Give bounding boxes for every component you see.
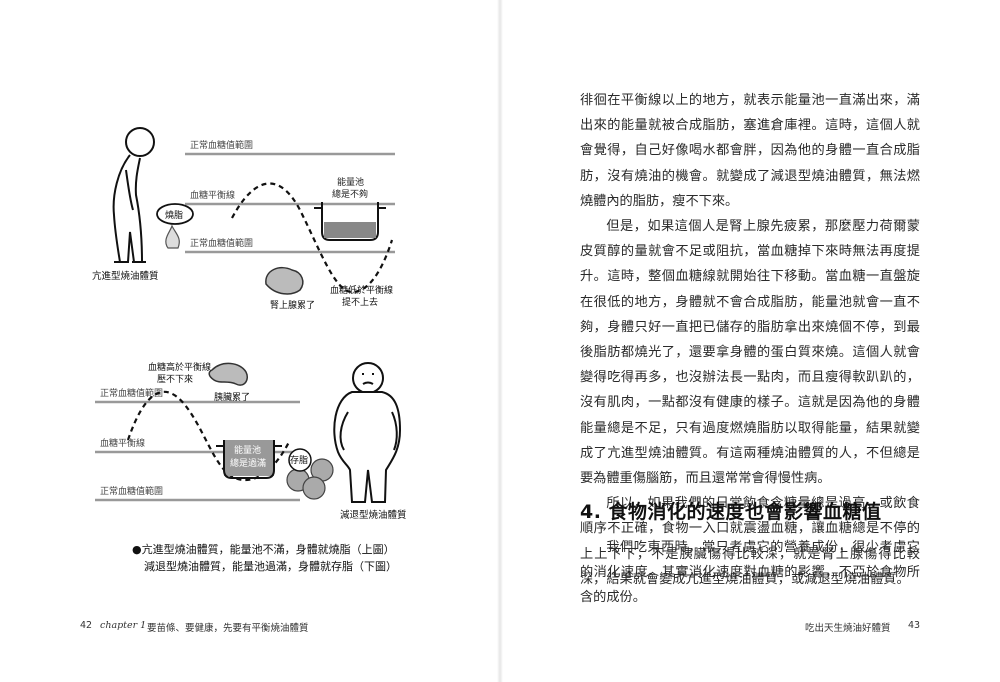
thin-person-label: 亢進型燒油體質: [92, 270, 159, 282]
sugar-high-label-1: 血糖高於平衡線: [148, 361, 211, 373]
sugar-high-label-2: 壓不下來: [157, 374, 193, 385]
fat-burn-bubble: [156, 203, 194, 225]
bottom-energy-pool: [216, 440, 282, 479]
bottom-balance-label: 血糖平衡線: [100, 437, 145, 449]
top-sugar-wave: [231, 182, 394, 294]
fat-ball: [302, 476, 326, 500]
sugar-low-label-2: 提不上去: [342, 296, 378, 308]
paragraph-3: 所以，如果我們的日常飲食含糖量總是過高，或飲食順序不正確，食物一入口就震盪血糖，…: [580, 496, 920, 587]
bottom-energy-pool-label-1: 能量池: [234, 444, 261, 456]
top-normal-lower-label: 正常血糖值範圍: [190, 237, 253, 249]
section-heading: 4. 食物消化的速度也會影響血糖值: [580, 501, 882, 523]
paragraph-2: 但是，如果這個人是腎上腺先疲累，那麼壓力荷爾蒙皮質醇的量就會不足或阻抗，當血糖掉…: [580, 219, 920, 487]
top-energy-pool-label-1: 能量池: [337, 176, 364, 188]
caption-line-2: 減退型燒油體質，能量池過滿，身體就存脂（下圖）: [144, 560, 397, 573]
store-fat-bubble: [288, 448, 312, 472]
right-body-text: 徘徊在平衡線以上的地方，就表示能量池一直滿出來，滿出來的能量就被合成脂肪，塞進倉…: [580, 88, 920, 592]
top-balance-label: 血糖平衡線: [190, 189, 235, 201]
right-running-title: 吃出天生燒油好體質: [805, 623, 891, 634]
bottom-normal-upper-label: 正常血糖值範圍: [100, 387, 163, 399]
store-fat-label: 存脂: [290, 454, 308, 466]
left-page-number: 42: [80, 620, 93, 631]
bottom-normal-lower-label: 正常血糖值範圍: [100, 485, 163, 497]
section-body-text: 我們吃東西時，常只考慮它的營養成份，很少考慮它的消化速度。其實消化速度對血糖的影…: [580, 535, 920, 611]
fat-burn-label: 燒脂: [165, 209, 183, 221]
bottom-sugar-wave: [126, 390, 291, 481]
right-page-number: 43: [908, 620, 921, 631]
chapter-label: chapter 1: [100, 620, 147, 631]
thin-person: [112, 127, 155, 263]
left-page: 正常血糖值範圍 血糖平衡線 正常血糖值範圍 能量池 總是不夠 燒脂 亢進型燒油體…: [80, 127, 407, 634]
bottom-energy-pool-label-2: 總是過滿: [230, 457, 266, 469]
top-normal-upper-label: 正常血糖值範圍: [190, 139, 253, 151]
flame-icon: [165, 224, 180, 249]
section-paragraph: 我們吃東西時，常只考慮它的營養成份，很少考慮它的消化速度。其實消化速度對血糖的影…: [580, 540, 920, 606]
fat-person-label: 減退型燒油體質: [340, 509, 407, 521]
adrenal-gland-icon: [265, 266, 304, 295]
book-gutter: [497, 0, 503, 682]
paragraph-1: 徘徊在平衡線以上的地方，就表示能量池一直滿出來，滿出來的能量就被合成脂肪，塞進倉…: [580, 93, 920, 209]
illustration: 正常血糖值範圍 血糖平衡線 正常血糖值範圍 能量池 總是不夠 燒脂 亢進型燒油體…: [92, 127, 407, 521]
caption-line-1: ●亢進型燒油體質，能量池不滿，身體就燒脂（上圖）: [132, 543, 395, 556]
top-energy-pool: [314, 202, 386, 241]
pancreas-icon: [208, 362, 248, 386]
pancreas-label: 胰臟累了: [214, 391, 250, 403]
fat-person: [333, 362, 402, 503]
left-running-title: 要苗條、要健康，先要有平衡燒油體質: [147, 623, 309, 634]
adrenal-label: 腎上腺累了: [270, 299, 315, 311]
top-energy-pool-label-2: 總是不夠: [332, 188, 368, 200]
sugar-low-label-1: 血糖低於平衡線: [330, 284, 393, 296]
